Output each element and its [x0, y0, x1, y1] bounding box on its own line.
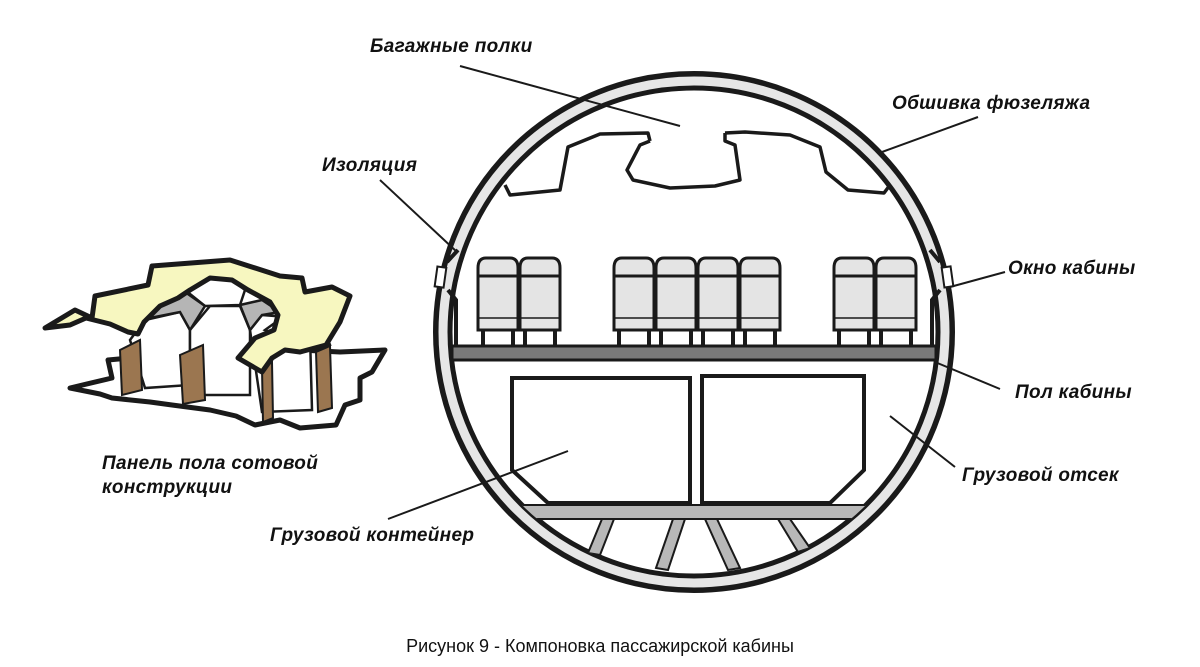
label-honeycomb-panel: Панель пола сотовой конструкции: [102, 452, 318, 500]
label-insulation: Изоляция: [322, 155, 418, 176]
passenger-seat: [832, 256, 876, 347]
label-overhead-bins: Багажные полки: [370, 36, 533, 57]
overhead-bins: [503, 130, 892, 197]
passenger-seat: [518, 256, 562, 347]
label-cabin-floor: Пол кабины: [1015, 382, 1132, 403]
label-cabin-window: Окно кабины: [1008, 258, 1136, 279]
leader-insulation: [379, 179, 458, 253]
cargo-container-right: [700, 374, 866, 505]
passenger-seat: [654, 256, 698, 347]
passenger-seat: [738, 256, 782, 347]
label-cargo-container: Грузовой контейнер: [270, 525, 475, 546]
figure-caption: Рисунок 9 - Компоновка пассажирской каби…: [406, 636, 794, 656]
label-honeycomb-panel-line1: Панель пола сотовой: [102, 453, 319, 474]
leader-cargo-container: [387, 450, 569, 520]
sidewall-right: [928, 248, 942, 345]
label-fuselage-skin: Обшивка фюзеляжа: [892, 93, 1091, 114]
honeycomb-core-sides: [118, 338, 334, 424]
honeycomb-top-skin: [42, 257, 353, 375]
leader-fuselage-skin: [881, 116, 979, 153]
beam-strut: [654, 518, 687, 572]
insulation-layer: [438, 76, 950, 588]
cabin-window-left: [433, 265, 448, 289]
cabin-floor: [450, 344, 938, 362]
cargo-containers: [510, 374, 866, 505]
cabin-window-right: [940, 265, 955, 289]
passenger-seat: [612, 256, 656, 347]
leader-cargo-hold: [889, 415, 956, 468]
beam-strut: [703, 518, 742, 572]
overhead-bin-right: [724, 130, 892, 195]
beam-strut: [776, 518, 812, 554]
beam-strut: [586, 518, 616, 557]
leader-lines: [379, 65, 1006, 520]
passenger-seat: [476, 256, 520, 347]
leader-cabin-window: [949, 271, 1006, 288]
cargo-floor-beam: [450, 504, 938, 572]
passenger-seat: [874, 256, 918, 347]
label-honeycomb-panel-line2: конструкции: [102, 477, 233, 498]
fuselage-cross-section: [433, 71, 955, 593]
leader-overhead-bins: [459, 65, 681, 127]
overhead-bin-center: [625, 133, 742, 190]
passenger-seats: [476, 256, 918, 347]
leader-cabin-floor: [934, 361, 1001, 390]
honeycomb-panel-illustration: [42, 257, 388, 431]
cargo-container-left: [510, 376, 692, 505]
fuselage-skin: [433, 71, 955, 593]
passenger-seat: [696, 256, 740, 347]
label-cargo-hold: Грузовой отсек: [962, 465, 1119, 486]
overhead-bin-left: [503, 131, 652, 197]
cabin-inner-wall: [447, 85, 941, 579]
